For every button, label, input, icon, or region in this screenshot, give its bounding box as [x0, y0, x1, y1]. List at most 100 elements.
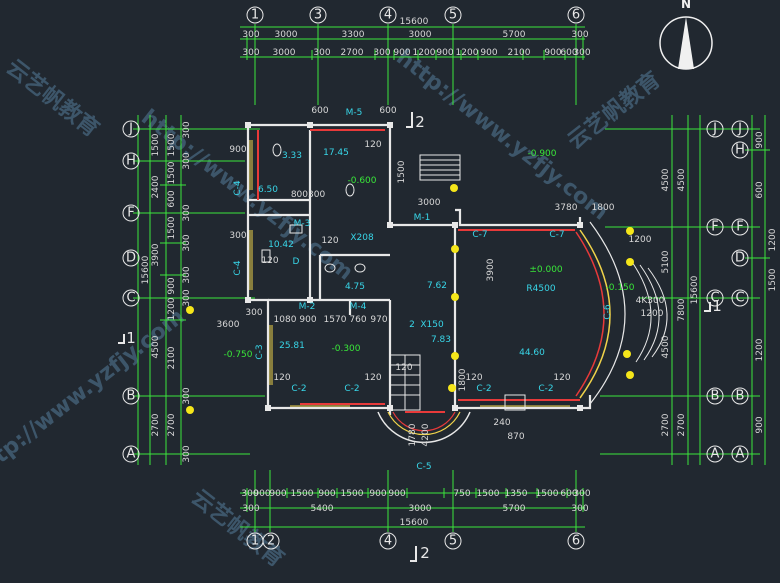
dim-value: 300 [573, 489, 590, 499]
section-mark: 2 [415, 113, 425, 131]
axis-label: C [126, 291, 135, 306]
stair [389, 154, 461, 411]
dim-value: 760 [349, 315, 366, 325]
floor-level: -0.300 [331, 344, 360, 354]
bottom-axis-bubbles [246, 532, 585, 550]
window-label: C-2 [344, 384, 359, 394]
axis-label: 2 [267, 534, 275, 549]
stair-label: 2 [409, 320, 415, 330]
dim-value: 600 [167, 190, 177, 207]
axis-label: F [711, 220, 718, 235]
door-label: M-2 [299, 302, 316, 312]
bathroom-fixtures [261, 143, 526, 411]
dim-value: 120 [321, 236, 338, 246]
dim-total: 15600 [690, 275, 700, 304]
axis-label: J [712, 122, 717, 137]
entry-arc-red [392, 411, 456, 432]
dim-value: 1500 [477, 489, 500, 499]
dim-value: 300 [182, 234, 192, 251]
axis-label: 6 [572, 8, 580, 23]
room-area: 3.33 [282, 151, 302, 161]
dim-value: 120 [395, 363, 412, 373]
dim-value: 900 [318, 489, 335, 499]
columns [245, 122, 583, 411]
dim-value: 5400 [311, 504, 334, 514]
dim-value: 300 [182, 121, 192, 138]
dim-value: 2700 [677, 413, 687, 436]
dim-value: 900 [755, 416, 765, 433]
section-mark-ticks [118, 112, 711, 562]
dim-value: 4500 [151, 335, 161, 358]
dim-value: 3900 [151, 243, 161, 266]
door-label: M-5 [346, 108, 363, 118]
room-area: 4.75 [345, 282, 365, 292]
dim-value: 1350 [505, 489, 528, 499]
floor-level: -0.600 [347, 176, 376, 186]
dim-value: 120 [465, 373, 482, 383]
dim-value: 900 [480, 48, 497, 58]
dim-value: 900 [167, 277, 177, 294]
floor-level: -0.150 [605, 283, 634, 293]
dim-value: 900 [436, 48, 453, 58]
dim-value: 4200 [421, 423, 431, 446]
door-label: M-1 [414, 213, 431, 223]
axis-label: F [736, 220, 743, 235]
north-compass: N [659, 0, 713, 70]
room-area: 10.42 [268, 240, 294, 250]
dim-value: 1200 [629, 235, 652, 245]
dim-value: 2700 [341, 48, 364, 58]
entry-arc-inner [387, 411, 461, 436]
dim-value: 300 [242, 48, 259, 58]
axis-label: D [126, 251, 136, 266]
dim-value: 900 [369, 489, 386, 499]
dim-value: 1500 [397, 160, 407, 183]
dim-value: 120 [364, 140, 381, 150]
dim-value: 1200 [456, 48, 479, 58]
dim-value: 600 [311, 106, 328, 116]
axis-label: A [736, 447, 745, 462]
dim-value: 120 [273, 373, 290, 383]
dim-value: 970 [370, 315, 387, 325]
dim-value: 3000 [275, 30, 298, 40]
axis-label: B [736, 389, 745, 404]
bay-window-arc-outer [589, 221, 626, 405]
dim-value: 4K300 [636, 296, 665, 306]
dim-value: 3600 [217, 320, 240, 330]
lights [186, 184, 634, 414]
dim-value: 1500 [151, 133, 161, 156]
dim-value: 900 [299, 315, 316, 325]
bay-window-arc [579, 229, 611, 399]
dim-value: 1200 [413, 48, 436, 58]
dim-value: 1080 [274, 315, 297, 325]
dim-value: 7800 [677, 298, 687, 321]
dim-value: 3300 [342, 30, 365, 40]
axis-label: F [127, 206, 134, 221]
dim-value: 300 [182, 266, 192, 283]
dim-value: 300 [242, 30, 259, 40]
dim-value: 900 [229, 145, 246, 155]
dim-value: 1200 [167, 297, 177, 320]
dim-value: 3000 [409, 30, 432, 40]
dim-value: 1800 [592, 203, 615, 213]
dim-value: 600 [560, 48, 577, 58]
axis-label: 1 [251, 8, 259, 23]
room-area: 25.81 [279, 341, 305, 351]
dim-value: 900 [253, 489, 270, 499]
dim-value: 900 [269, 489, 286, 499]
dim-value: 800300 [291, 190, 326, 200]
dim-value: 900 [755, 131, 765, 148]
dim-value: 4500 [661, 335, 671, 358]
floor-level: -0.900 [527, 149, 556, 159]
radius-label: R4500 [526, 284, 555, 294]
dim-value: 600 [560, 489, 577, 499]
dim-total: 15600 [400, 17, 429, 27]
dim-value: 300 [373, 48, 390, 58]
dim-value: 1200 [641, 309, 664, 319]
dim-value: 300 [182, 152, 192, 169]
dim-value: 5700 [503, 504, 526, 514]
dim-value: 600 [379, 106, 396, 116]
dim-value: 120 [553, 373, 570, 383]
room-area: 7.83 [431, 335, 451, 345]
